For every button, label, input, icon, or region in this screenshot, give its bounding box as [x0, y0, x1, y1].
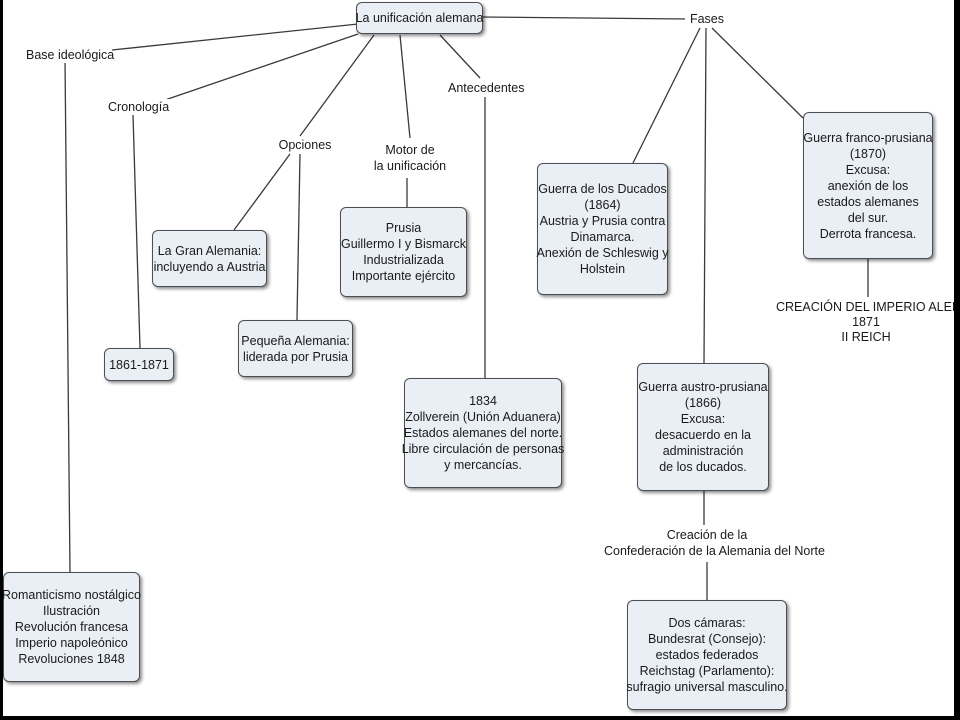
edge-fases-franco — [711, 27, 804, 119]
edge-root-motor — [399, 34, 411, 139]
label-antecedentes: Antecedentes — [446, 80, 526, 96]
node-prusia[interactable]: Prusia Guillermo I y Bismarck Industrial… — [340, 207, 467, 297]
node-romanticismo[interactable]: Romanticismo nostálgico Ilustración Revo… — [2, 572, 141, 682]
text-creacion-imperio: CREACIÓN DEL IMPERIO ALEMÁN 1871 II REIC… — [776, 300, 960, 344]
frame-bottom-edge — [0, 716, 960, 720]
label-fases: Fases — [685, 11, 729, 27]
label-opciones: Opciones — [275, 137, 335, 153]
root-label: La unificación alemana — [355, 11, 484, 25]
node-gran-alemania[interactable]: La Gran Alemania: incluyendo a Austria — [152, 230, 267, 287]
label-creacion-confederacion: Creación de la Confederación de la Alema… — [602, 527, 825, 559]
edge-root-opciones — [299, 34, 375, 137]
node-cronologia-dates[interactable]: 1861-1871 — [104, 348, 174, 381]
label-motor: Motor de la unificación — [370, 142, 450, 174]
node-guerra-ducados[interactable]: Guerra de los Ducados (1864) Austria y P… — [536, 163, 669, 295]
node-dos-camaras[interactable]: Dos cámaras: Bundesrat (Consejo): estado… — [626, 600, 788, 710]
label-base-ideologica: Base ideológica — [24, 47, 115, 63]
edge-fases-austro — [703, 27, 707, 364]
edge-root-antecedentes — [439, 34, 481, 79]
frame-right-edge — [954, 0, 960, 720]
node-zollverein[interactable]: 1834 Zollverein (Unión Aduanera) Estados… — [402, 378, 564, 488]
label-cronologia: Cronología — [106, 99, 170, 115]
edge-base-romanticismo — [64, 59, 71, 573]
edge-crono-dates — [132, 114, 141, 349]
root-node[interactable]: La unificación alemana — [356, 2, 483, 34]
edge-root-fases — [481, 16, 689, 20]
node-pequena-alemania[interactable]: Pequeña Alemania: liderada por Prusia — [238, 320, 353, 377]
frame-left-edge — [0, 0, 3, 720]
edge-opciones-pequena — [296, 153, 301, 321]
edge-root-base — [111, 23, 359, 51]
node-guerra-franco-prusiana[interactable]: Guerra franco-prusiana (1870) Excusa: an… — [803, 112, 933, 259]
edge-root-crono — [164, 33, 359, 101]
edge-fases-ducados — [632, 27, 701, 164]
edge-opciones-gran — [233, 153, 291, 231]
node-guerra-austro-prusiana[interactable]: Guerra austro-prusiana (1866) Excusa: de… — [637, 363, 769, 491]
